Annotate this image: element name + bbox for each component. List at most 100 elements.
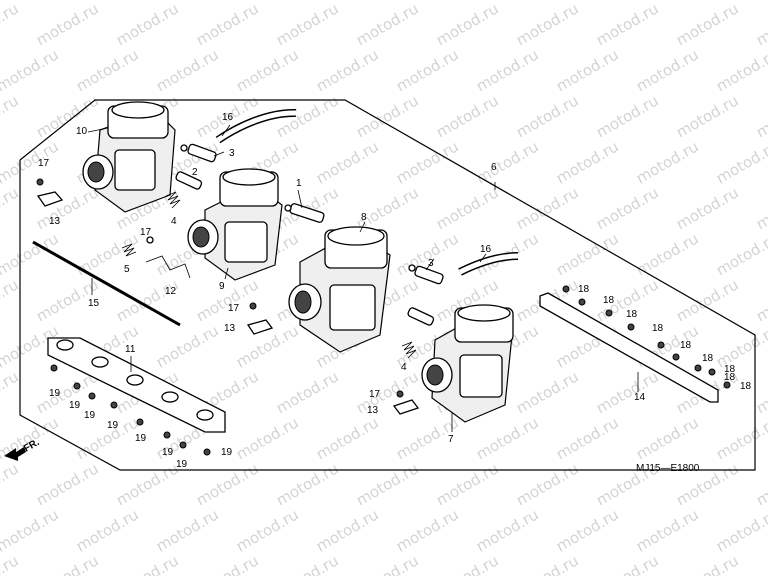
watermark-text: motod.ru: [713, 137, 768, 187]
watermark-text: motod.ru: [513, 183, 582, 233]
watermark-text: motod.ru: [393, 137, 462, 187]
watermark-text: motod.ru: [393, 45, 462, 95]
callout-19-b: 19: [69, 400, 81, 411]
callout-16-b: 16: [480, 244, 492, 255]
watermark-text: motod.ru: [473, 413, 542, 463]
watermark-text: motod.ru: [0, 275, 22, 325]
watermark-text: motod.ru: [473, 137, 542, 187]
watermark-text: motod.ru: [553, 229, 622, 279]
clamp-13-a: [36, 191, 64, 207]
watermark-text: motod.ru: [0, 137, 62, 187]
watermark-text: motod.ru: [113, 551, 182, 576]
watermark-text: motod.ru: [0, 505, 62, 555]
rail-15: [32, 240, 181, 327]
screw-17-b: [249, 302, 257, 310]
carburetor-8: [288, 226, 391, 353]
watermark-text: motod.ru: [313, 413, 382, 463]
callout-4-b: 4: [401, 362, 407, 373]
watermark-text: motod.ru: [153, 321, 222, 371]
callout-19-g: 19: [176, 459, 188, 470]
carburetor-7: [421, 304, 514, 423]
callout-14: 14: [634, 392, 646, 403]
carburetor-9: [187, 168, 283, 281]
callout-18-i: 18: [724, 372, 736, 383]
callout-5: 5: [124, 264, 130, 275]
watermark-text: motod.ru: [433, 459, 502, 509]
watermark-text: motod.ru: [513, 91, 582, 141]
watermark-text: motod.ru: [113, 275, 182, 325]
watermark-text: motod.ru: [273, 551, 342, 576]
leader-lines: [87, 124, 496, 280]
callout-8: 8: [361, 212, 367, 223]
callout-18-e: 18: [680, 340, 692, 351]
watermark-text: motod.ru: [233, 505, 302, 555]
watermark-text: motod.ru: [593, 0, 662, 49]
watermark-text: motod.ru: [33, 183, 102, 233]
watermark-text: motod.ru: [0, 0, 22, 49]
joint-pipe-3-b: [408, 264, 444, 285]
callout-labels: 10 17 13 16 3 2 4 17 5 12 9 1 8 6 16 3 1…: [38, 112, 752, 470]
watermark-text: motod.ru: [753, 275, 768, 325]
joint-pipe-2: [175, 171, 435, 326]
watermark-text: motod.ru: [73, 0, 142, 3]
watermark-text: motod.ru: [753, 183, 768, 233]
callout-13-c: 13: [367, 405, 379, 416]
watermark-text: motod.ru: [313, 0, 382, 3]
joint-pipe-1: [284, 203, 325, 223]
watermark-text: motod.ru: [153, 505, 222, 555]
screws-18: [562, 285, 731, 389]
callout-19-h: 19: [221, 447, 233, 458]
watermark-text: motod.ru: [593, 183, 662, 233]
watermark-text: motod.ru: [113, 0, 182, 49]
watermark-text: motod.ru: [633, 0, 702, 3]
watermark-text: motod.ru: [0, 459, 22, 509]
linkage-12: [145, 255, 191, 279]
watermark-text: motod.ru: [633, 413, 702, 463]
callout-18-f: 18: [702, 353, 714, 364]
watermark-text: motod.ru: [273, 367, 342, 417]
watermark-text: motod.ru: [33, 91, 102, 141]
watermark-text: motod.ru: [513, 0, 582, 49]
callout-12: 12: [165, 286, 177, 297]
watermark-text: motod.ru: [673, 275, 742, 325]
watermark-text: motod.ru: [553, 413, 622, 463]
callout-17-c: 17: [228, 303, 240, 314]
screw-17-c: [396, 390, 404, 398]
watermark-text: motod.ru: [633, 505, 702, 555]
watermark-text: motod.ru: [233, 45, 302, 95]
diagram-code: MJ15—E1800: [636, 463, 700, 474]
watermark-text: motod.ru: [513, 459, 582, 509]
watermark-text: motod.ru: [113, 459, 182, 509]
watermark-text: motod.ru: [713, 229, 768, 279]
joint-pipe-3-a: [180, 143, 217, 163]
watermark-text: motod.ru: [353, 459, 422, 509]
watermark-text: motod.ru: [273, 459, 342, 509]
callout-15: 15: [88, 298, 100, 309]
clamp-13-c: [392, 399, 420, 415]
carburetor-10: [82, 101, 176, 213]
watermark-text: motod.ru: [593, 367, 662, 417]
watermark-text: motod.ru: [433, 183, 502, 233]
callout-4-a: 4: [171, 216, 177, 227]
watermark-text: motod.ru: [73, 505, 142, 555]
callout-3-b: 3: [428, 258, 434, 269]
watermark-text: motod.ru: [673, 0, 742, 49]
spring-4: [165, 191, 417, 359]
watermark-text: motod.ru: [273, 0, 342, 49]
callout-3-a: 3: [229, 148, 235, 159]
watermark-text: motod.ru: [713, 505, 768, 555]
watermark-text: motod.ru: [753, 0, 768, 49]
callout-7: 7: [448, 434, 454, 445]
watermark-text: motod.ru: [673, 91, 742, 141]
assembly-frame: [19, 99, 756, 471]
callout-18-c: 18: [626, 309, 638, 320]
watermark-text: motod.ru: [0, 91, 22, 141]
watermark-text: motod.ru: [233, 413, 302, 463]
watermark-text: motod.ru: [593, 551, 662, 576]
callout-18-h: 18: [740, 381, 752, 392]
watermark-text: motod.ru: [633, 137, 702, 187]
watermark-text: motod.ru: [313, 137, 382, 187]
watermark-text: motod.ru: [0, 183, 22, 233]
watermark-text: motod.ru: [433, 551, 502, 576]
watermark-text: motod.ru: [193, 459, 262, 509]
